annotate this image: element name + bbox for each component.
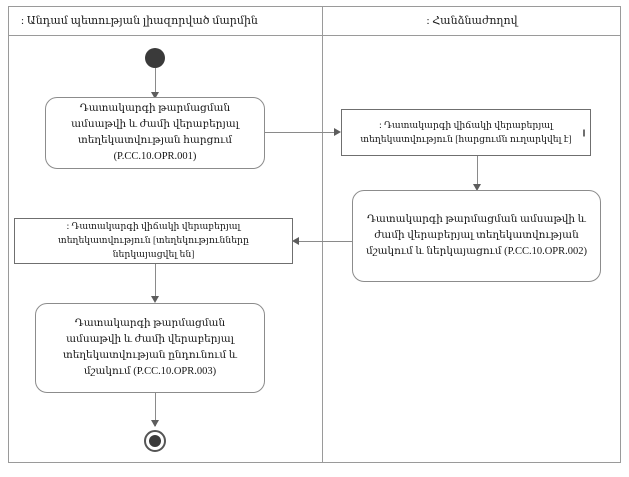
arrowhead-activity3-in <box>151 296 159 303</box>
partition-label-right: : Հանձնաժողով <box>426 15 518 27</box>
initial-node <box>145 48 165 68</box>
arrowhead-final-in <box>151 420 159 427</box>
edge-signal1-to-activity2 <box>477 156 478 188</box>
partition-divider <box>322 6 323 463</box>
signal-receipt-node-info-provided[interactable]: : Դատակարգի վիճակի վերաբերյալ տեղեկատվու… <box>14 218 293 264</box>
activity-node-opr-002[interactable]: Դատակարգի թարմացման ամսաթվի և ժամի վերաբ… <box>352 190 601 282</box>
partition-header-right: : Հանձնաժողով <box>323 6 621 36</box>
edge-initial-to-activity1 <box>155 68 156 96</box>
activity-node-opr-003[interactable]: Դատակարգի թարմացման ամսաթվի և ժամի վերաբ… <box>35 303 265 393</box>
activity-node-opr-002-label: Դատակարգի թարմացման ամսաթվի և ժամի վերաբ… <box>365 214 587 257</box>
activity-node-opr-003-label: Դատակարգի թարմացման ամսաթվի և ժամի վերաբ… <box>62 318 238 377</box>
arrowhead-signal1-in <box>334 128 341 136</box>
edge-activity2-to-signal2 <box>299 241 352 242</box>
edge-signal2-to-activity3 <box>155 264 156 300</box>
signal-pin-icon <box>583 129 585 136</box>
edge-activity3-to-final <box>155 393 156 426</box>
edge-activity1-to-signal1 <box>265 132 339 133</box>
arrowhead-activity1-in <box>151 92 159 99</box>
activity-final-node <box>144 430 166 452</box>
signal-receipt-node-request-sent[interactable]: : Դատակարգի վիճակի վերաբերյալ տեղեկատվու… <box>341 109 591 156</box>
partition-label-left: : Անդամ պետության լիազորված մարմին <box>21 15 258 27</box>
activity-node-opr-001[interactable]: Դատակարգի թարմացման ամսաթվի և ժամի վերաբ… <box>45 97 265 169</box>
signal-receipt-node-request-sent-label: : Դատակարգի վիճակի վերաբերյալ տեղեկատվու… <box>360 120 572 145</box>
arrowhead-signal2-in <box>292 237 299 245</box>
activity-final-node-core <box>149 435 161 447</box>
activity-node-opr-001-label: Դատակարգի թարմացման ամսաթվի և ժամի վերաբ… <box>71 103 239 162</box>
partition-header-left: : Անդամ պետության լիազորված մարմին <box>8 6 323 36</box>
arrowhead-activity2-in <box>473 184 481 191</box>
signal-receipt-node-info-provided-label: : Դատակարգի վիճակի վերաբերյալ տեղեկատվու… <box>58 222 249 260</box>
